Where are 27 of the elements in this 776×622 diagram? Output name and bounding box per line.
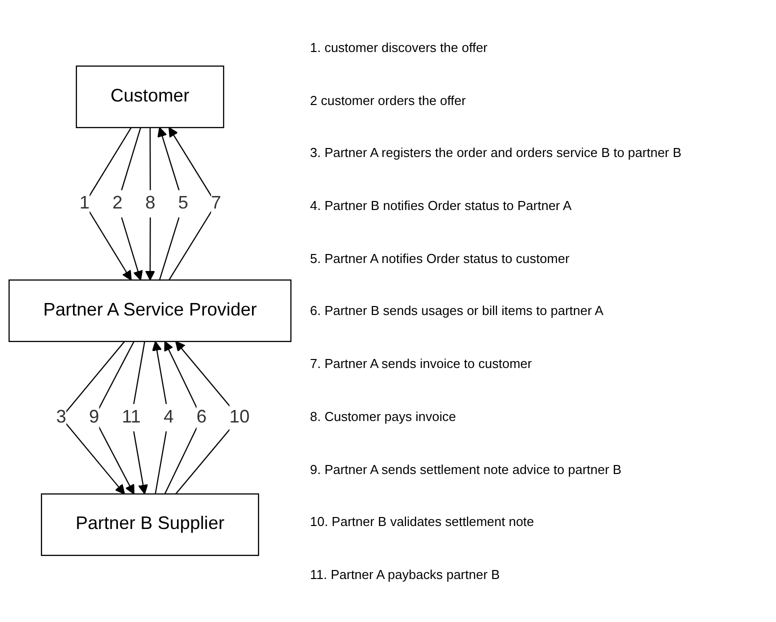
edge-label: 7 xyxy=(211,194,222,214)
edge-label: 9 xyxy=(89,408,100,428)
edge-label: 11 xyxy=(122,408,141,428)
edge-label: 8 xyxy=(145,194,156,214)
step-note: 1. customer discovers the offer xyxy=(310,40,489,55)
arrow xyxy=(145,128,156,281)
step-note: 3. Partner A registers the order and orders service B to partner B xyxy=(310,145,682,160)
step-note: 5. Partner A notifies Order status to customer xyxy=(310,250,570,266)
edge-label: 6 xyxy=(196,408,207,428)
edge-label: 4 xyxy=(164,408,174,428)
node-box xyxy=(40,494,260,556)
step-note: 11. Partner A paybacks partner B xyxy=(310,567,501,582)
step-note: 9. Partner A sends settlement note advice to partner B xyxy=(310,462,622,477)
step-note: 2 customer orders the offer xyxy=(310,92,467,108)
step-note: 10. Partner B validates settlement note xyxy=(310,514,536,530)
edge-label: 1 xyxy=(79,194,90,214)
edge-label: 2 xyxy=(112,194,123,214)
step-note: 6. Partner B sends usages or bill items to partner A xyxy=(310,303,604,318)
edge-label: 3 xyxy=(56,408,66,428)
step-note: 7. Partner A sends invoice to customer xyxy=(310,356,533,372)
step-note: 4. Partner B notifies Order status to Partner A xyxy=(310,198,573,214)
node-box xyxy=(76,66,224,128)
flowchart: 1 2 8 5 7 3 9 11 4 6 10 Customer Partner A Service Provider Partner B Supplier xyxy=(0,57,300,565)
node-box xyxy=(8,280,292,342)
edge-label: 10 xyxy=(229,408,250,428)
edge-label: 5 xyxy=(178,194,188,214)
step-note: 8. Customer pays invoice xyxy=(310,408,457,424)
